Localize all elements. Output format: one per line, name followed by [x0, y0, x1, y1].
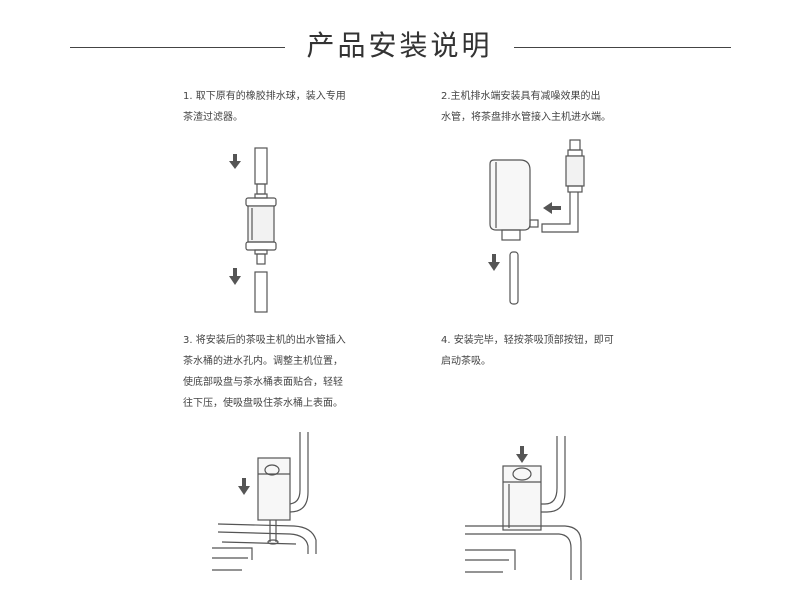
title-divider-left [70, 47, 285, 48]
left-arrow-icon [543, 202, 561, 214]
tea-suction-unit [257, 457, 291, 521]
down-arrow-icon [238, 478, 250, 495]
press-button-illustration [465, 436, 582, 580]
upper-pipe [254, 147, 268, 185]
lower-pipe [254, 271, 268, 313]
unit-inlet [529, 219, 539, 228]
title-divider-right [514, 47, 731, 48]
down-arrow-icon [488, 254, 500, 271]
filter-cap-top [245, 197, 277, 207]
inlet-pipe [541, 436, 558, 505]
step-4-instruction: 4. 安装完毕，轻按茶吸顶部按钮，即可 启动茶吸。 [441, 335, 614, 367]
page-title: 产品安装说明 [306, 29, 493, 62]
down-arrow-icon [229, 154, 241, 169]
filter-install-illustration [229, 147, 277, 313]
step-3-instruction: 3. 将安装后的茶吸主机的出水管插入 茶水桶的进水孔内。调整主机位置， 使底部吸… [183, 335, 346, 409]
bucket-lid [217, 523, 317, 554]
top-button [512, 467, 532, 481]
outlet-pipe-illustration [488, 139, 585, 305]
down-arrow-icon [516, 446, 528, 463]
step-1-instruction: 1. 取下原有的橡胶排水球，装入专用 茶渣过滤器。 [183, 91, 346, 123]
bucket-placement-illustration [212, 432, 317, 571]
unit-base [501, 229, 521, 241]
bucket-lid [465, 525, 582, 580]
filter-cap-bottom [245, 241, 277, 251]
down-arrow-icon [229, 268, 241, 285]
outlet-tube [509, 251, 519, 305]
drain-pipe [541, 192, 579, 233]
step-2-instruction: 2.主机排水端安装具有减噪效果的出 水管，将茶盘排水管接入主机进水端。 [441, 91, 611, 123]
outlet-connector [565, 155, 585, 187]
